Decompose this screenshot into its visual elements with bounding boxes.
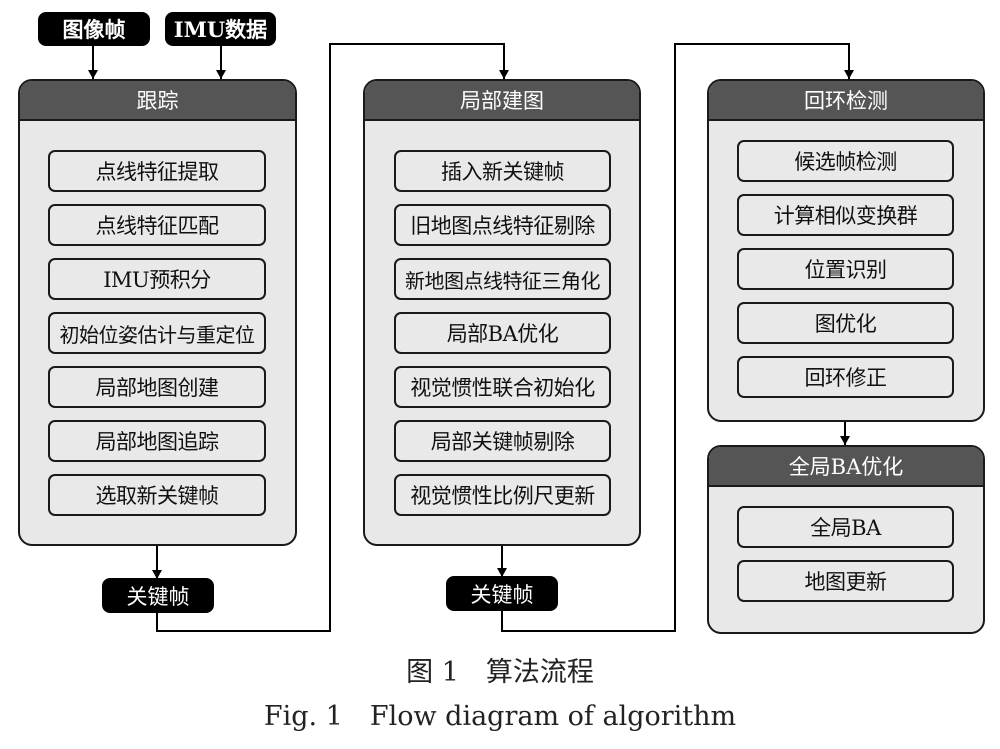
step-tracking-3: IMU预积分 — [48, 258, 266, 300]
arrowhead — [840, 436, 850, 445]
input-imu-data: IMU数据 — [165, 12, 276, 46]
caption-zh: 图 1 算法流程 — [406, 657, 594, 688]
step-loop-closing-1: 候选帧检测 — [737, 140, 954, 182]
step-tracking-6: 局部地图追踪 — [48, 420, 266, 462]
step-loop-closing-5: 回环修正 — [737, 356, 954, 398]
arrowhead — [497, 568, 507, 577]
step-tracking-5: 局部地图创建 — [48, 366, 266, 408]
panel-tracking-title: 跟踪 — [136, 89, 179, 113]
panel-local-mapping-header: 局部建图 — [365, 81, 639, 121]
panel-loop-closing-header: 回环检测 — [709, 81, 983, 121]
step-tracking-4: 初始位姿估计与重定位 — [48, 312, 266, 354]
step-global-ba-1: 全局BA — [737, 506, 954, 548]
caption-en: Fig. 1 Flow diagram of algorithm — [263, 701, 737, 732]
step-local-mapping-2: 旧地图点线特征剔除 — [394, 204, 611, 246]
step-local-mapping-4: 局部BA优化 — [394, 312, 611, 354]
input-imu-data-label: IMU数据 — [173, 17, 268, 42]
arrowhead — [216, 70, 226, 79]
panel-tracking-header: 跟踪 — [20, 81, 295, 121]
input-image-frame-label: 图像帧 — [62, 17, 126, 42]
step-loop-closing-4: 图优化 — [737, 302, 954, 344]
step-tracking-2: 点线特征匹配 — [48, 204, 266, 246]
output-keyframe-tracking: 关键帧 — [102, 578, 214, 613]
step-local-mapping-7: 视觉惯性比例尺更新 — [394, 474, 611, 516]
arrowhead — [499, 70, 509, 79]
panel-global-ba-title: 全局BA优化 — [788, 455, 904, 479]
step-tracking-1: 点线特征提取 — [48, 150, 266, 192]
arrow-keyframe-to-loop-closing — [501, 43, 850, 632]
step-local-mapping-6: 局部关键帧剔除 — [394, 420, 611, 462]
input-image-frame: 图像帧 — [38, 12, 150, 46]
output-keyframe-local-mapping: 关键帧 — [446, 576, 558, 611]
step-local-mapping-1: 插入新关键帧 — [394, 150, 611, 192]
step-loop-closing-3: 位置识别 — [737, 248, 954, 290]
step-global-ba-2: 地图更新 — [737, 560, 954, 602]
arrowhead — [844, 70, 854, 79]
step-tracking-7: 选取新关键帧 — [48, 474, 266, 516]
output-keyframe-tracking-label: 关键帧 — [126, 584, 190, 609]
panel-local-mapping-title: 局部建图 — [460, 89, 544, 113]
step-local-mapping-3: 新地图点线特征三角化 — [394, 258, 611, 300]
arrow-keyframe-to-local-mapping — [156, 43, 505, 632]
panel-loop-closing-title: 回环检测 — [804, 89, 888, 113]
step-local-mapping-5: 视觉惯性联合初始化 — [394, 366, 611, 408]
arrowhead — [88, 70, 98, 79]
output-keyframe-local-mapping-label: 关键帧 — [470, 582, 534, 607]
arrowhead — [152, 570, 162, 579]
panel-global-ba-header: 全局BA优化 — [709, 447, 983, 487]
step-loop-closing-2: 计算相似变换群 — [737, 194, 954, 236]
